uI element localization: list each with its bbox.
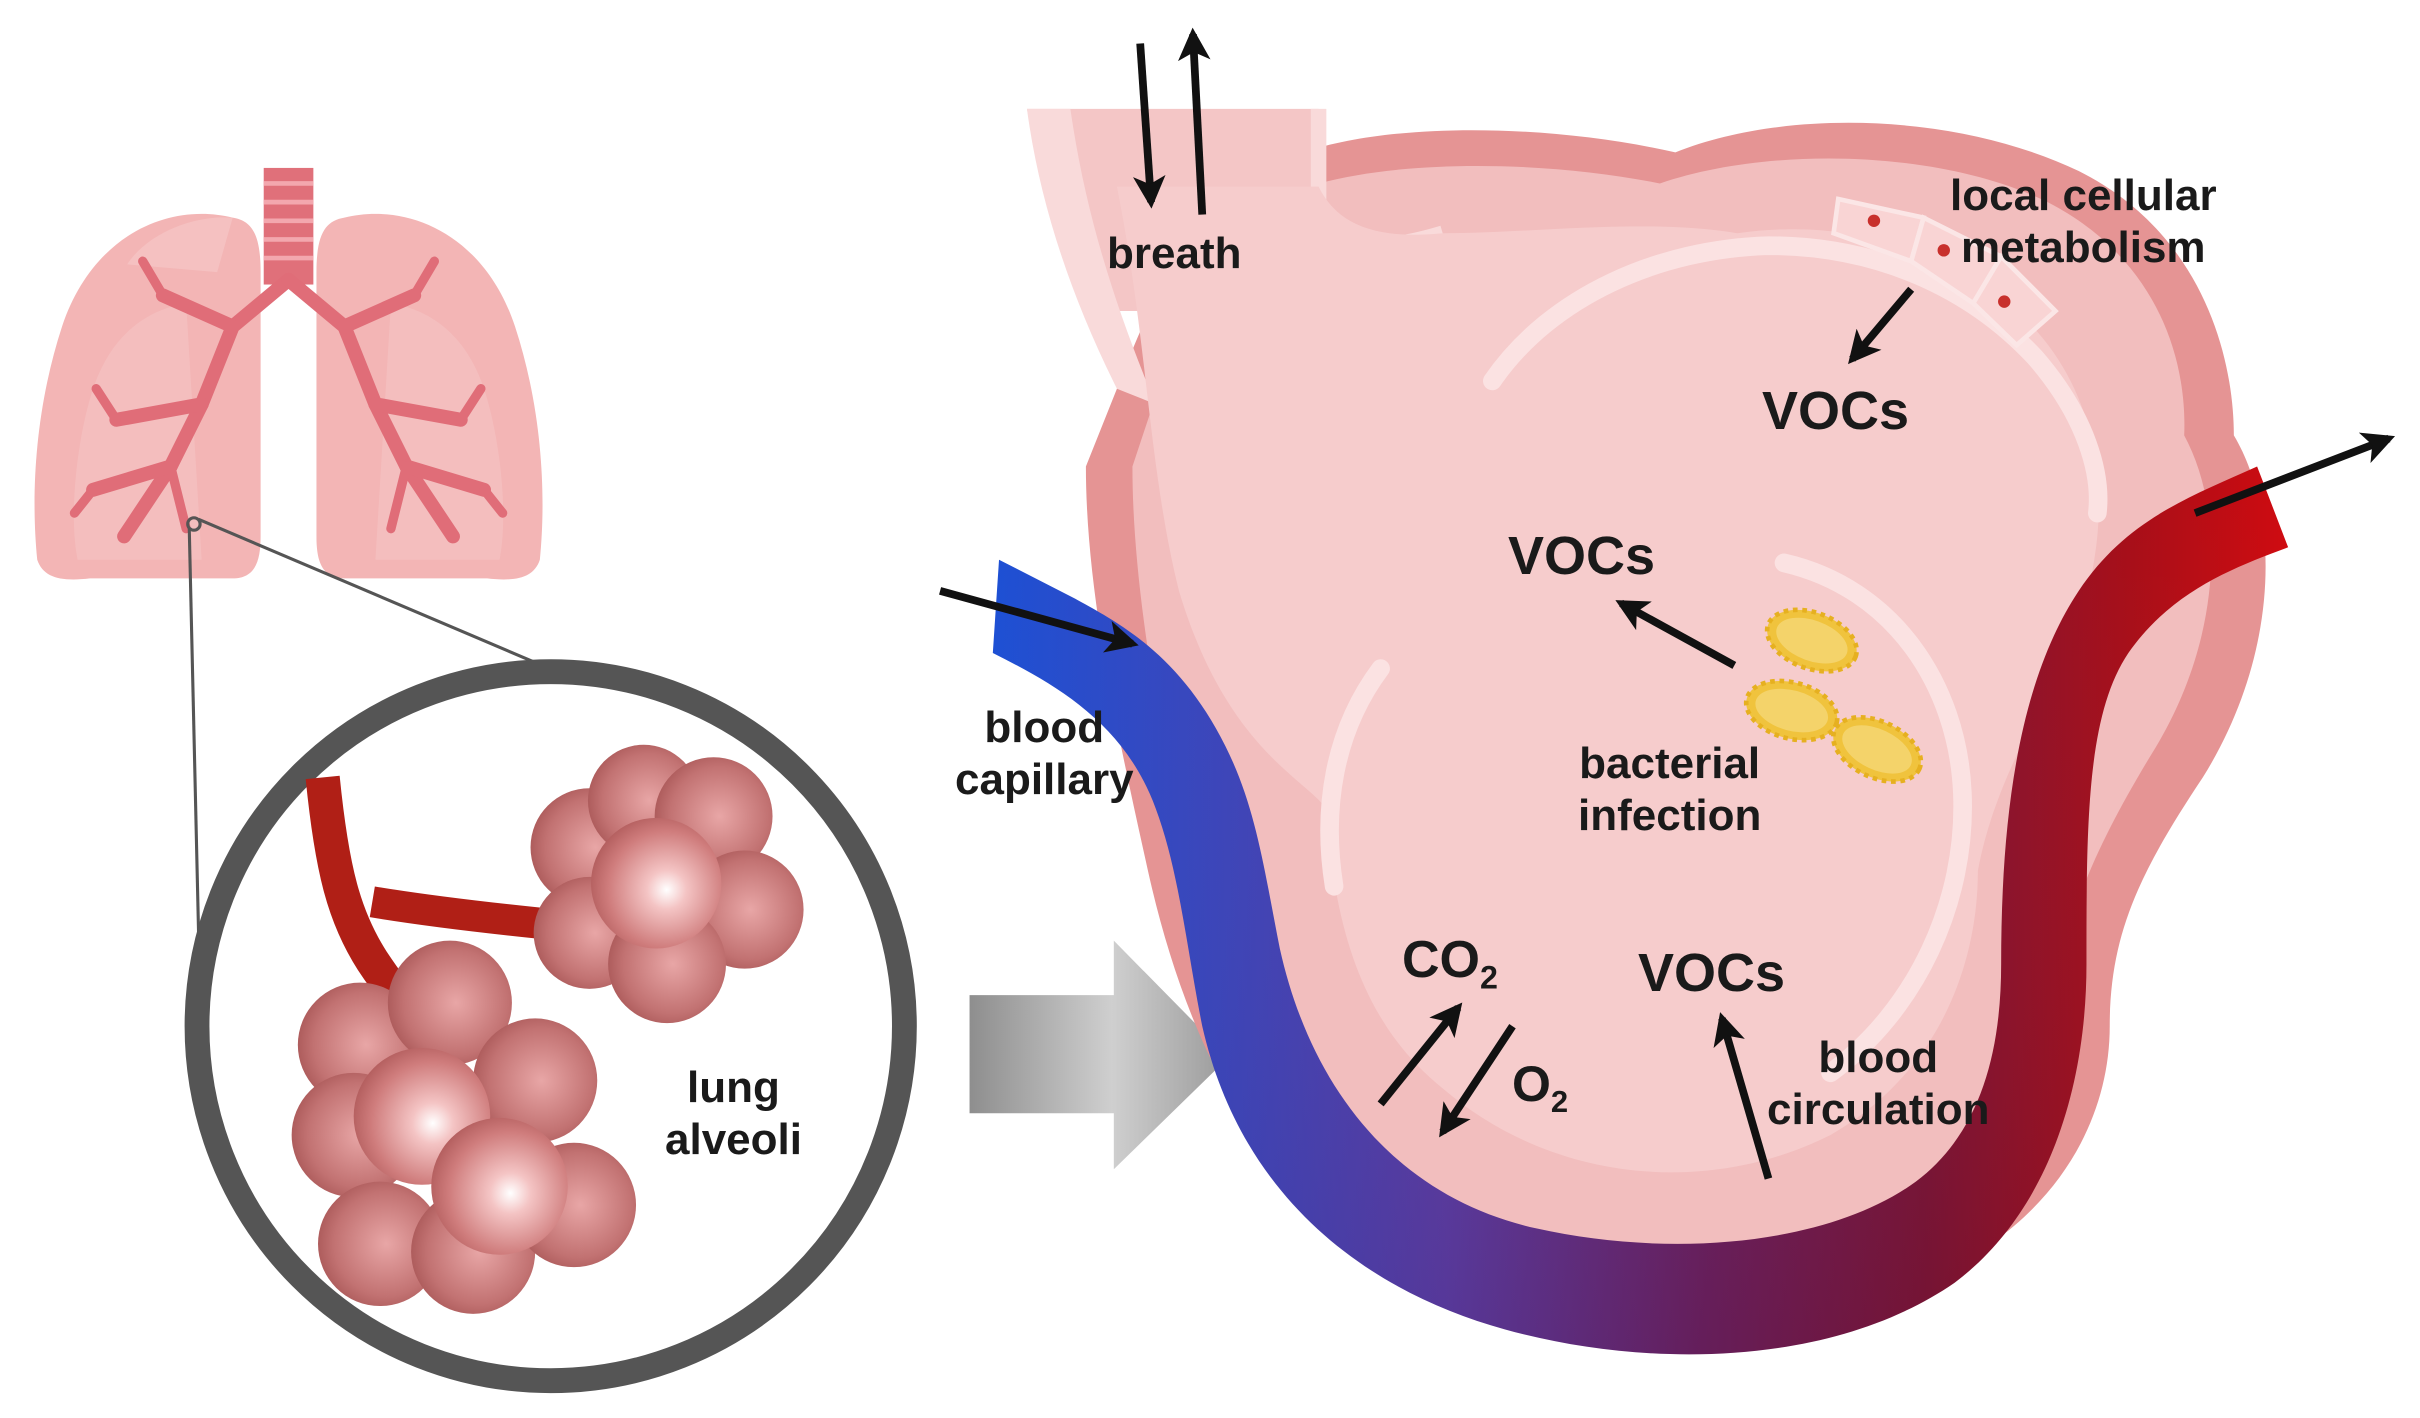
lung-alveoli-line2: alveoli [665,1114,802,1164]
o2-sub: 2 [1550,1083,1569,1119]
blood-capillary-line2: capillary [955,754,1134,804]
bacteria-vocs-arrow [1615,599,1737,669]
blood-capillary [992,466,2289,1355]
blood-circulation-line2: circulation [1767,1084,1990,1134]
local-metabolism-line1: local cellular [1950,171,2217,220]
breath-in-arrow [1133,43,1166,209]
o2-main: O [1512,1056,1551,1112]
breath-label: breath [1107,229,1242,278]
vocs-from-blood-arrow [1713,1012,1773,1180]
alveoli-cluster-lower [291,940,637,1314]
o2-label: O2 [1512,1055,1568,1120]
alveoli-magnifier [184,659,917,1394]
blood-capillary-line1: blood [984,703,1105,752]
arrows [939,27,2396,1180]
o2-in-arrow [1439,1024,1516,1138]
co2-label: CO2 [1402,930,1498,996]
metabolism-vocs-arrow [1848,286,1915,365]
alveolus [1026,108,2266,1322]
co2-sub: 2 [1480,959,1498,996]
vocs-label-bottom: VOCs [1638,943,1786,1003]
blood-out-arrow [2193,432,2396,517]
zoom-arrow [969,940,1229,1170]
vocs-label-middle: VOCs [1508,526,1656,586]
breath-out-arrow [1178,27,1211,215]
epithelial-cells [1831,196,2059,349]
blood-circulation-label: blood circulation [1767,1032,1990,1136]
co2-out-arrow [1377,1002,1463,1107]
blood-in-arrow [939,587,1139,653]
bacterial-infection-line1: bacterial [1579,739,1761,788]
local-metabolism-label: local cellular metabolism [1950,170,2217,274]
co2-main: CO [1402,931,1480,989]
lung-alveoli-line1: lung [687,1063,780,1112]
blood-circulation-line1: blood [1818,1033,1939,1082]
bacterial-infection-line2: infection [1578,790,1762,840]
lungs-icon [34,167,543,580]
vocs-label-top: VOCs [1762,381,1910,441]
local-metabolism-line2: metabolism [1961,222,2206,272]
alveoli-cluster-upper [530,744,804,1024]
lung-alveoli-label: lung alveoli [665,1062,802,1166]
blood-capillary-label: blood capillary [955,702,1134,806]
bacterial-infection-label: bacterial infection [1578,738,1761,842]
